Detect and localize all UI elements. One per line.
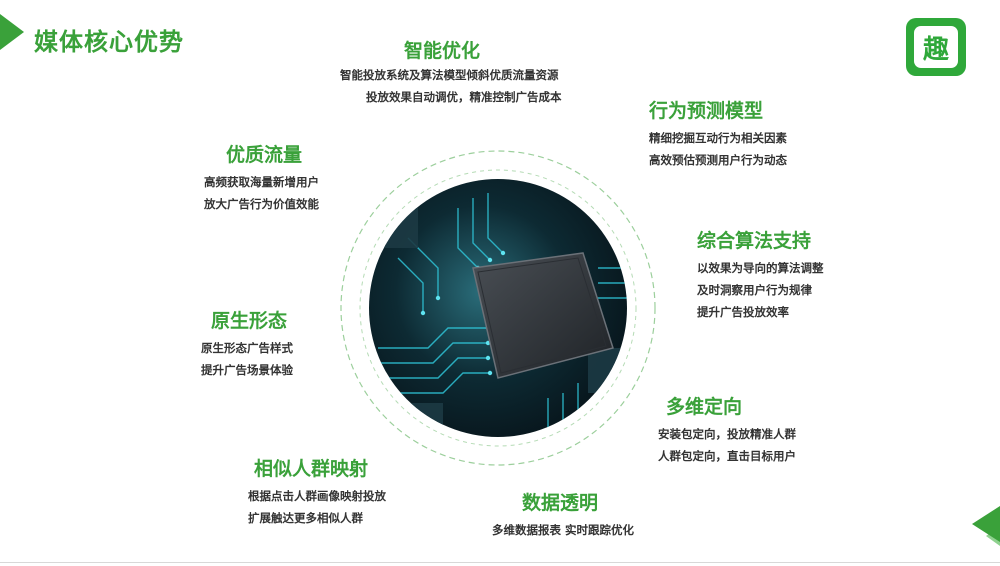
feature-quality-traffic: 优质流量 高频获取海量新增用户 放大广告行为价值效能 (204, 140, 319, 215)
feature-multi-targeting: 多维定向 安装包定向，投放精准人群 人群包定向，直击目标用户 (658, 392, 796, 467)
feature-line: 扩展触达更多相似人群 (248, 511, 363, 525)
feature-line: 多维数据报表 实时跟踪优化 (492, 523, 635, 537)
feature-data-transparency: 数据透明 多维数据报表 实时跟踪优化 (492, 488, 634, 541)
feature-algorithm-support: 综合算法支持 以效果为导向的算法调整 及时洞察用户行为规律 提升广告投放效率 (697, 226, 824, 323)
corner-triangle-top-left (0, 14, 24, 50)
feature-line: 精细挖掘互动行为相关因素 (649, 131, 787, 145)
feature-line: 以效果为导向的算法调整 (697, 261, 824, 275)
feature-line: 高频获取海量新增用户 (204, 175, 319, 189)
feature-line: 根据点击人群画像映射投放 (248, 489, 386, 503)
feature-title: 原生形态 (211, 310, 288, 332)
bottom-divider (0, 562, 1000, 563)
app-logo-glyph: 趣 (914, 26, 958, 68)
feature-lookalike-audience: 相似人群映射 根据点击人群画像映射投放 扩展触达更多相似人群 (248, 454, 386, 529)
feature-line: 提升广告场景体验 (201, 363, 293, 377)
feature-title: 优质流量 (226, 144, 303, 166)
feature-title: 综合算法支持 (697, 230, 812, 252)
feature-native-format: 原生形态 原生形态广告样式 提升广告场景体验 (201, 306, 293, 381)
feature-line: 原生形态广告样式 (201, 341, 293, 355)
feature-smart-optimization: 智能优化 (404, 36, 480, 63)
feature-title: 智能优化 (404, 40, 481, 62)
feature-title: 多维定向 (666, 396, 743, 418)
feature-line: 投放效果自动调优，精准控制广告成本 (366, 90, 562, 104)
app-logo: 趣 (906, 18, 966, 76)
feature-line: 放大广告行为价值效能 (204, 197, 319, 211)
feature-line: 人群包定向，直击目标用户 (658, 449, 796, 463)
feature-title: 相似人群映射 (254, 458, 369, 480)
feature-line: 智能投放系统及算法模型倾斜优质流量资源 (340, 68, 559, 82)
feature-line: 高效预估预测用户行为动态 (649, 153, 787, 167)
page-title: 媒体核心优势 (34, 28, 184, 56)
corner-triangle-bottom-right (972, 506, 1000, 542)
feature-line: 及时洞察用户行为规律 (697, 283, 812, 297)
feature-title: 行为预测模型 (649, 100, 764, 122)
feature-behavior-prediction: 行为预测模型 精细挖掘互动行为相关因素 高效预估预测用户行为动态 (649, 96, 787, 171)
circuit-board-image (340, 150, 656, 466)
feature-title: 数据透明 (522, 492, 599, 514)
feature-line: 提升广告投放效率 (697, 305, 789, 319)
feature-line: 安装包定向，投放精准人群 (658, 427, 796, 441)
feature-smart-optimization-desc: 智能投放系统及算法模型倾斜优质流量资源 投放效果自动调优，精准控制广告成本 (340, 64, 562, 108)
